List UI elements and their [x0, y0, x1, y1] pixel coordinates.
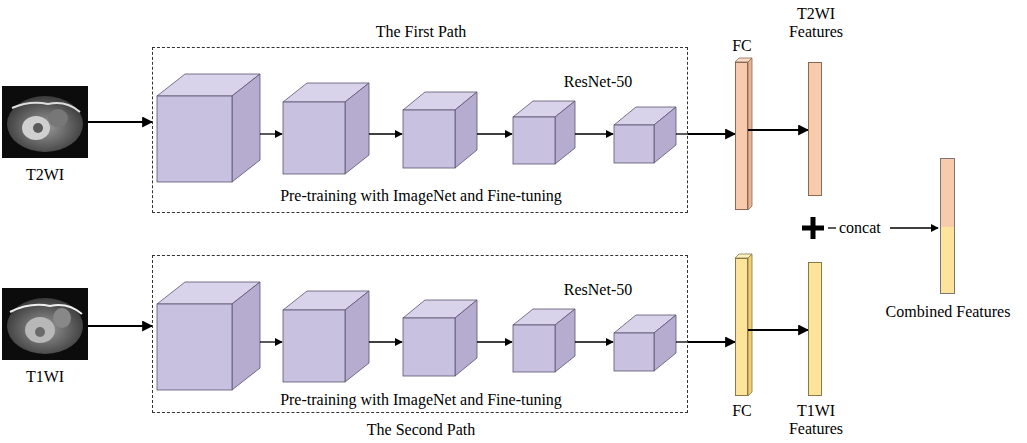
- fc-depth: [735, 58, 752, 396]
- combined-vector: Combined Features: [940, 158, 955, 294]
- node-label: T2WI Features: [776, 5, 856, 41]
- flow-arrow: [88, 121, 152, 123]
- path-box: The First PathResNet-50Pre-training with…: [152, 47, 688, 213]
- node-label: The Second Path: [367, 421, 475, 439]
- mri-image: [2, 288, 88, 360]
- flow-arrow: [88, 325, 152, 327]
- flow-arrow: [688, 341, 735, 343]
- flow-arrow: [748, 329, 808, 331]
- resnet-blocks: [157, 282, 676, 390]
- node-label: Combined Features: [886, 303, 1011, 321]
- fc-layer: FC: [735, 258, 748, 396]
- node-label: FC: [732, 402, 752, 420]
- fc-layer: FC: [735, 62, 748, 210]
- path-box: ResNet-50Pre-training with ImageNet and …: [152, 255, 688, 413]
- image-node: T1WI: [2, 288, 88, 360]
- feature-vector: T1WI Features: [808, 262, 822, 396]
- block-arrows: [260, 133, 689, 134]
- flow-arrow: [688, 133, 735, 135]
- block-arrows: [260, 341, 689, 342]
- node-label: ResNet-50: [564, 281, 632, 299]
- node-label: T1WI: [26, 368, 64, 386]
- flow-arrow: [748, 129, 808, 131]
- mri-image: [2, 86, 88, 158]
- node-label: ResNet-50: [564, 73, 632, 91]
- feature-vector: T2WI Features: [808, 62, 822, 196]
- node-label: T2WI: [26, 166, 64, 184]
- operation-label: concat: [839, 219, 881, 237]
- node-label: The First Path: [376, 23, 467, 41]
- node-label: Pre-training with ImageNet and Fine-tuni…: [280, 187, 562, 205]
- node-label: T1WI Features: [776, 402, 856, 438]
- image-node: T2WI: [2, 86, 88, 158]
- node-label: FC: [732, 37, 752, 55]
- plus-symbol: [802, 217, 824, 239]
- resnet-blocks: [157, 74, 676, 182]
- node-label: Pre-training with ImageNet and Fine-tuni…: [280, 391, 562, 409]
